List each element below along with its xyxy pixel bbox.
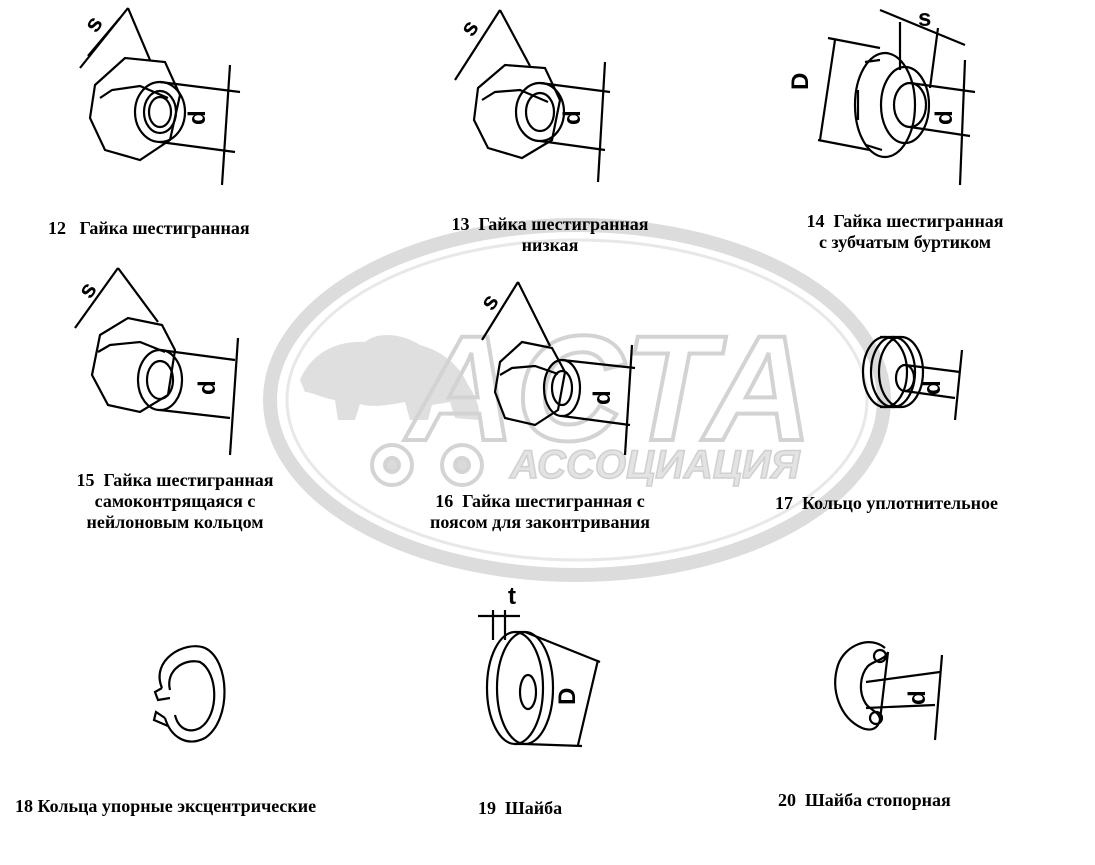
caption-14-line2: с зубчатым буртиком — [818, 232, 992, 252]
caption-19: 19 Шайба — [478, 798, 562, 819]
caption-12-text: Гайка шестигранная — [79, 218, 250, 238]
dim-s-14: s — [918, 5, 931, 32]
dim-d-17: d — [919, 380, 946, 395]
hex-nut-nylon-15 — [74, 267, 240, 456]
caption-13-line2: низкая — [521, 235, 579, 255]
washer-19 — [478, 610, 601, 748]
caption-12-num: 12 — [48, 218, 66, 238]
caption-15-line3: нейлоновым кольцом — [86, 512, 264, 532]
dim-t-19: t — [508, 583, 516, 610]
dim-s-12: s — [79, 11, 109, 37]
dim-d-12: d — [184, 110, 211, 125]
watermark-ellipse-outer — [263, 218, 891, 582]
caption-15: 15 Гайка шестигранная самоконтрящаяся с … — [40, 470, 310, 533]
caption-17-text: Кольцо уплотнительное — [802, 493, 999, 513]
dim-D-14: D — [787, 73, 814, 90]
caption-20-text: Шайба стопорная — [805, 790, 951, 810]
dim-d-15: d — [194, 380, 221, 395]
gear-icon-right — [440, 443, 484, 487]
hex-nut-12 — [79, 7, 241, 186]
caption-18: 18 Кольца упорные эксцентрические — [15, 796, 316, 817]
dim-D-19: D — [554, 688, 581, 705]
caption-20-num: 20 — [778, 790, 796, 810]
caption-13-line1: 13 Гайка шестигранная — [451, 214, 649, 234]
watermark-logo: ACTA — [403, 304, 812, 472]
caption-14-line1: 14 Гайка шестигранная — [806, 211, 1004, 231]
caption-15-line2: самоконтрящаяся с — [94, 491, 256, 511]
caption-20: 20 Шайба стопорная — [778, 790, 951, 811]
caption-14: 14 Гайка шестигранная с зубчатым буртико… — [770, 211, 1040, 253]
watermark-subtitle: АССОЦИАЦИЯ — [509, 443, 801, 487]
hex-nut-low-13 — [454, 9, 611, 183]
bison-logo — [300, 334, 480, 420]
caption-19-num: 19 — [478, 798, 496, 818]
caption-16-line2: поясом для законтривания — [430, 512, 650, 532]
dim-d-13: d — [559, 110, 586, 125]
dim-s-15: s — [73, 277, 103, 303]
caption-19-text: Шайба — [505, 798, 563, 818]
caption-12: 12 Гайка шестигранная — [48, 218, 250, 239]
caption-18-text: Кольца упорные эксцентрические — [37, 796, 317, 816]
watermark-ellipse-inner — [285, 238, 869, 562]
caption-13: 13 Гайка шестигранная низкая — [415, 214, 685, 256]
sealing-ring-17 — [861, 335, 964, 421]
dim-s-13: s — [455, 15, 485, 41]
dim-d-20: d — [904, 690, 931, 705]
retaining-ring-18 — [152, 645, 226, 743]
dim-d-14: d — [931, 110, 958, 125]
hex-nut-flange-14 — [817, 8, 976, 186]
caption-15-line1: 15 Гайка шестигранная — [76, 470, 274, 490]
gear-icon-left — [370, 443, 414, 487]
caption-16: 16 Гайка шестигранная с поясом для закон… — [380, 491, 700, 533]
caption-17: 17 Кольцо уплотнительное — [775, 493, 998, 514]
watermark: ACTA АССОЦИАЦИЯ — [263, 218, 891, 582]
caption-17-num: 17 — [775, 493, 793, 513]
hex-nut-collar-16 — [481, 281, 636, 456]
lock-washer-20 — [834, 641, 944, 741]
caption-18-num: 18 — [15, 796, 33, 816]
dim-d-16: d — [589, 390, 616, 405]
caption-16-line1: 16 Гайка шестигранная с — [435, 491, 645, 511]
